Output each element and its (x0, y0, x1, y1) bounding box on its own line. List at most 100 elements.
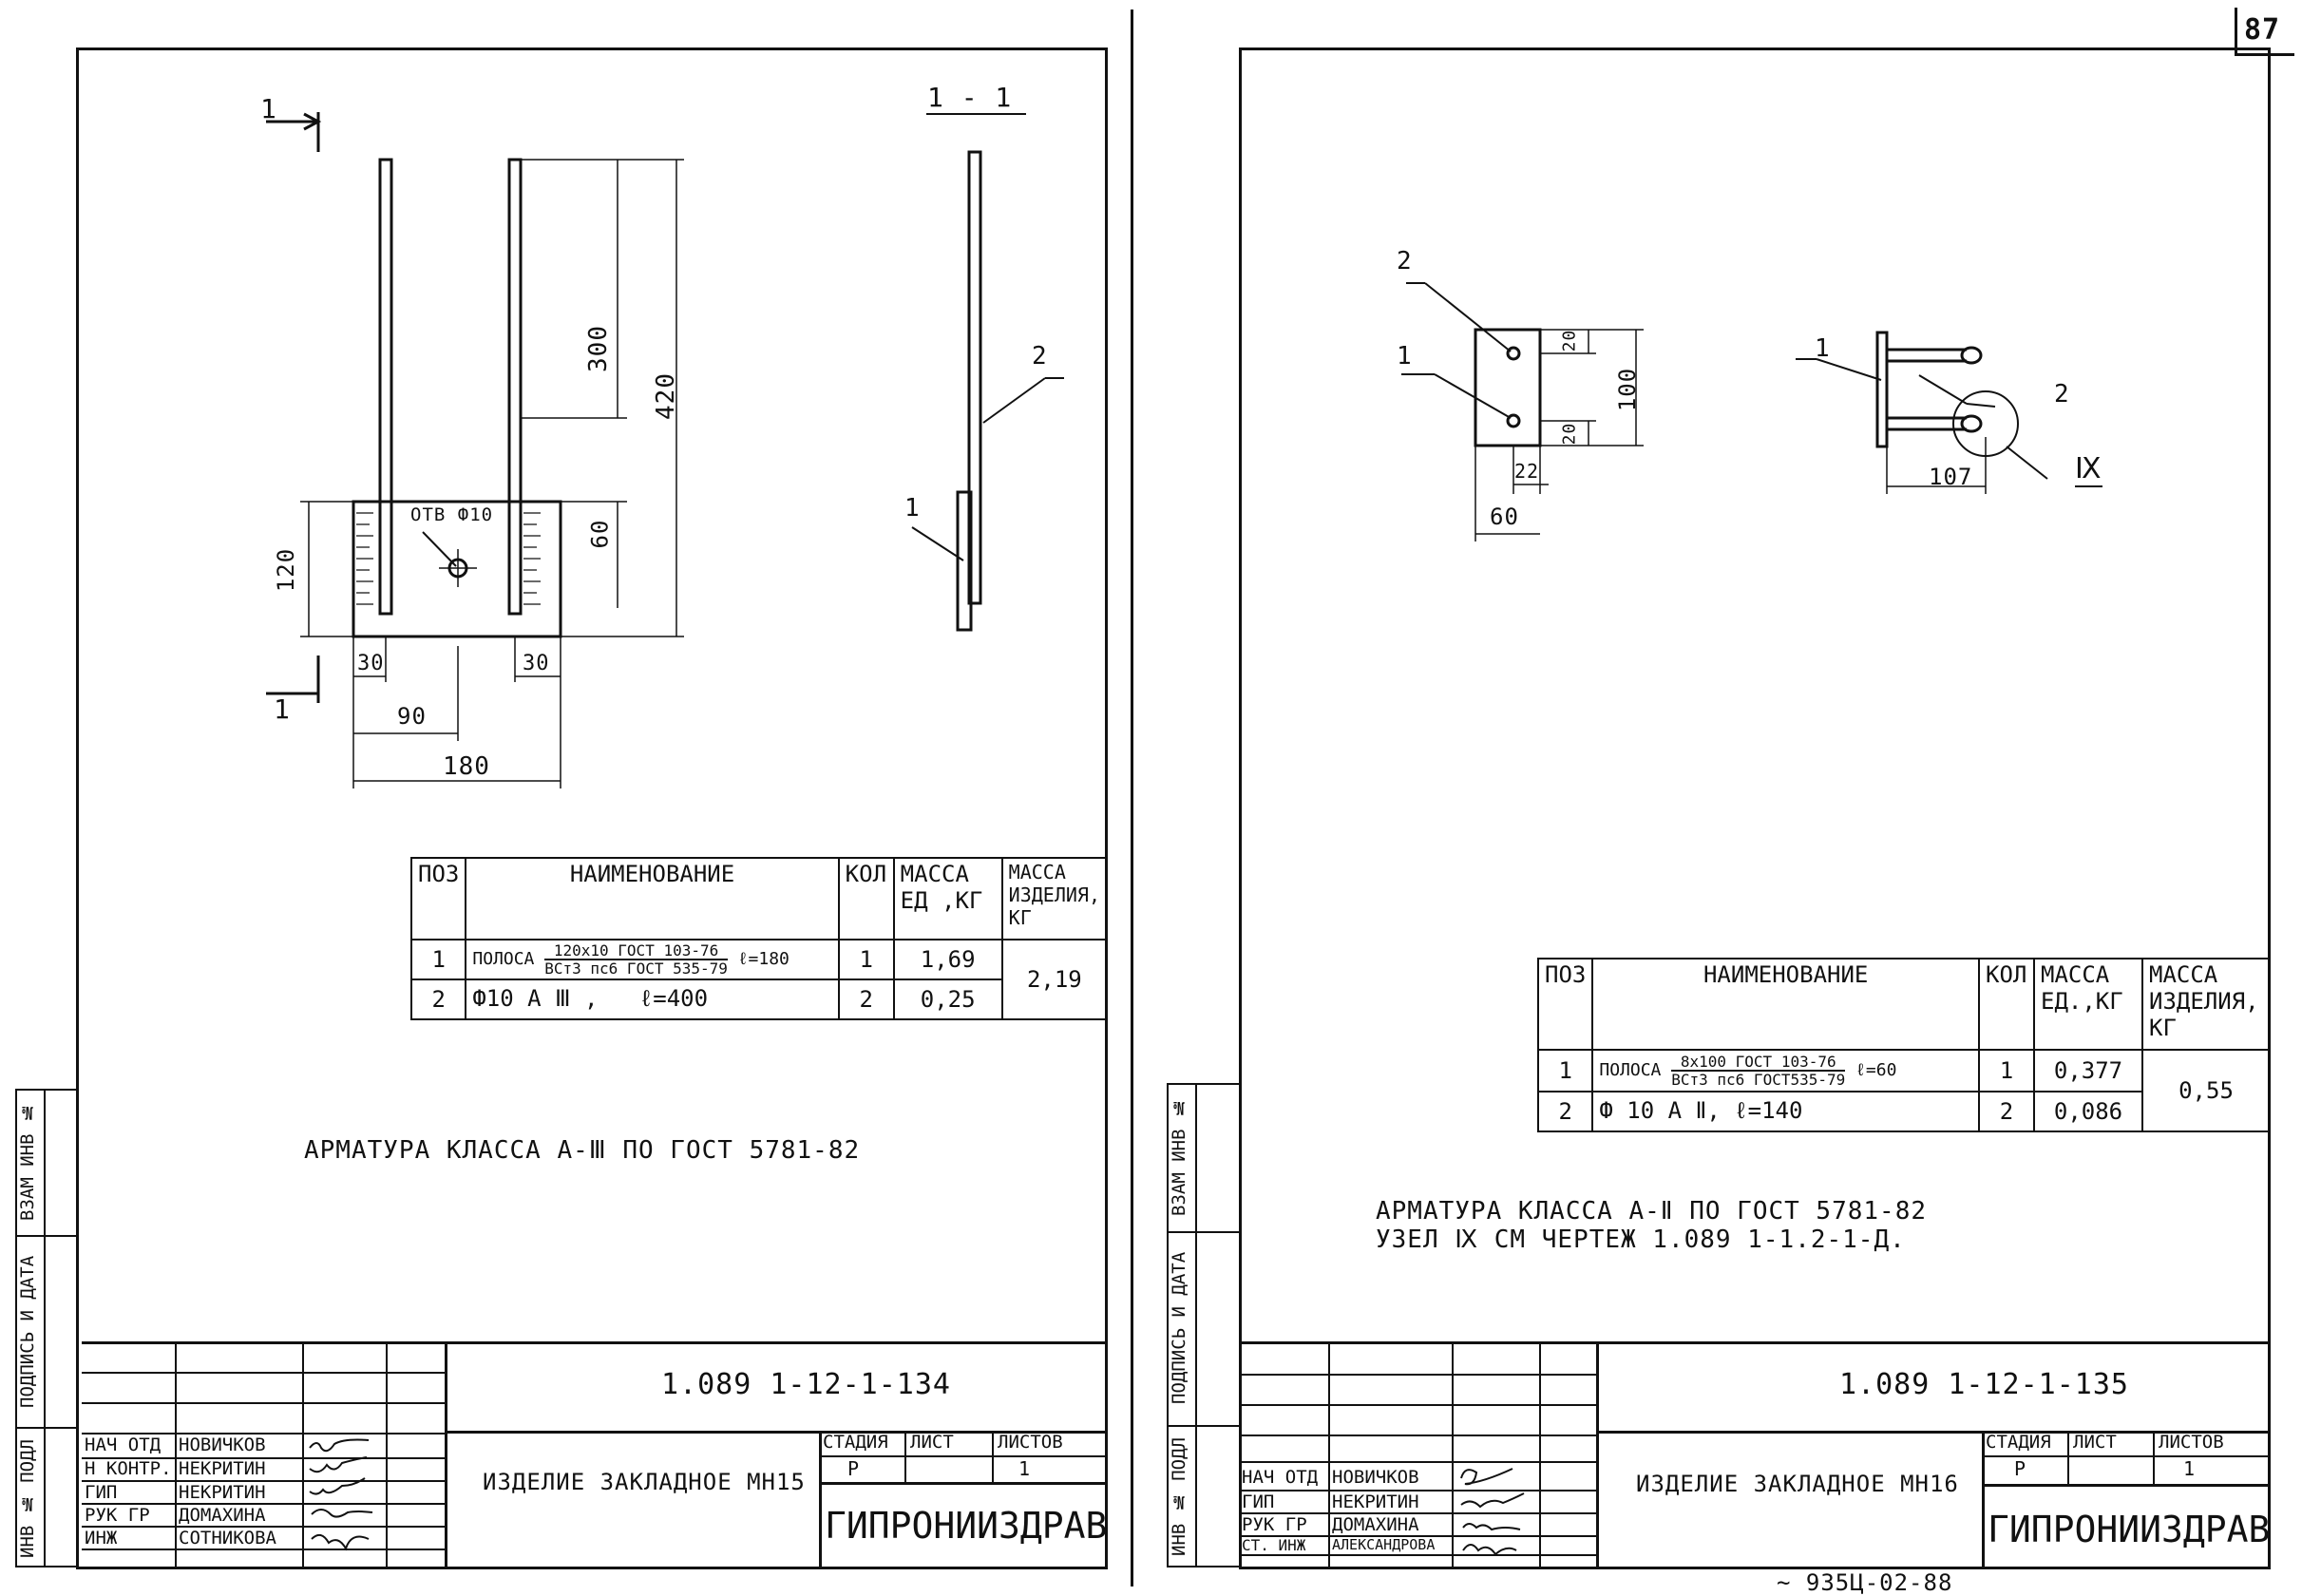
left-org-name: ГИПРОНИИЗДРАВ (825, 1505, 1108, 1547)
right-spec-r1-name: ПОЛОСА 8х100 ГОСТ 103-76 ВСт3 пс6 ГОСТ53… (1591, 1049, 1980, 1092)
page-number-box (2235, 8, 2294, 56)
right-tb-hline-stage2 (1982, 1484, 2271, 1487)
left-dim-60: 60 (586, 519, 614, 549)
right-staff-h4 (1239, 1490, 1596, 1492)
left-spec-r2-mass: 0,25 (892, 978, 1003, 1020)
page-number: 87 (2244, 13, 2281, 47)
right-title-block (1239, 1341, 2271, 1572)
right-spec-r1-prefix: ПОЛОСА (1599, 1060, 1662, 1080)
right-tb-vline-main (1596, 1341, 1599, 1569)
left-staff-h1 (82, 1402, 445, 1404)
left-spec-r1-mass: 1,69 (892, 939, 1003, 980)
left-tb-hline-stage1 (819, 1455, 1108, 1457)
left-signatures (309, 1438, 373, 1551)
right-dim-60: 60 (1490, 504, 1519, 530)
right-tb-hline-stage1 (1982, 1455, 2271, 1457)
right-sheet-frame (1239, 48, 2271, 1569)
right-spec-r2-mass: 0,086 (2033, 1091, 2143, 1132)
left-side-stamp-divider (44, 1089, 46, 1568)
right-tb-hline-mid (1596, 1431, 2271, 1434)
right-staff-role-3: СТ. ИНЖ (1242, 1536, 1306, 1554)
right-spec-r2-pos: 2 (1536, 1091, 1594, 1132)
left-tb-hline-stage2 (819, 1482, 1108, 1485)
left-staff-role-0: НАЧ ОТД (85, 1434, 162, 1455)
right-inv-repl-label: ВЗАМ ИНВ № (1169, 1097, 1189, 1217)
right-leader-2b: 2 (2054, 380, 2070, 408)
right-side-stamp-divider (1195, 1083, 1197, 1568)
footer-partial-code: ~ 935Ц-02-88 (1777, 1569, 1953, 1596)
left-spec-r1-frac-num: 120х10 ГОСТ 103-76 (544, 942, 728, 960)
left-stage-header: СТАДИЯ (823, 1432, 888, 1453)
right-node-label: Ⅸ (2075, 452, 2102, 487)
left-inv-repl-label: ВЗАМ ИНВ № (17, 1102, 38, 1222)
right-leader-1: 1 (1397, 342, 1413, 370)
left-drawing (266, 112, 1064, 788)
left-staff-name-1: НЕКРИТИН (179, 1458, 266, 1479)
right-spec-table: ПОЗ НАИМЕНОВАНИЕ КОЛ МАССА ЕД.,КГ МАССА … (1536, 958, 2271, 1132)
right-staff-name-0: НОВИЧКОВ (1332, 1467, 1419, 1488)
left-section-mark-top: 1 (260, 93, 277, 124)
left-tb-vline-sheet (904, 1431, 906, 1484)
right-spec-h-name: НАИМЕНОВАНИЕ (1591, 958, 1980, 1051)
left-spec-r1-pos: 1 (409, 939, 467, 980)
right-spec-r1-fraction: 8х100 ГОСТ 103-76 ВСт3 пс6 ГОСТ535-79 (1671, 1054, 1846, 1088)
right-side-stamp-line2 (1167, 1425, 1241, 1427)
left-spec-h-name: НАИМЕНОВАНИЕ (465, 857, 840, 940)
right-doc-code: 1.089 1-12-1-135 (1839, 1368, 2129, 1401)
left-tb-hline-mid (445, 1431, 1108, 1434)
left-spec-r1-qty: 1 (837, 939, 895, 980)
left-tb-vline-stage (819, 1431, 822, 1569)
right-sheets-value: 1 (2183, 1457, 2196, 1480)
right-spec-r2-qty: 2 (1978, 1091, 2035, 1132)
left-sheets-value: 1 (1018, 1457, 1031, 1480)
right-spec-h-mass-unit: МАССА ЕД.,КГ (2033, 958, 2143, 1051)
left-dim-420: 420 (651, 372, 680, 420)
left-item-title: ИЗДЕЛИЕ ЗАКЛАДНОЕ МН15 (483, 1469, 806, 1495)
left-tb-vline-main (445, 1341, 447, 1569)
right-signatures (1460, 1468, 1525, 1556)
right-staff-name-2: ДОМАХИНА (1332, 1514, 1419, 1535)
right-note-2: УЗЕЛ Ⅸ СМ ЧЕРТЕЖ 1.089 1-1.2-1-Д. (1376, 1226, 1906, 1254)
right-staff-h3 (1239, 1461, 1596, 1463)
right-staff-h1 (1239, 1404, 1596, 1406)
right-spec-r2-name: Ф 10 А Ⅱ, ℓ=140 (1591, 1091, 1980, 1132)
left-spec-h-mass-unit: МАССА ЕД ,КГ (892, 857, 1003, 940)
right-sign-date-label: ПОДПИСЬ И ДАТА (1169, 1251, 1189, 1405)
left-staff-role-2: ГИП (85, 1482, 118, 1503)
right-note-1: АРМАТУРА КЛАССА А-Ⅱ ПО ГОСТ 5781-82 (1376, 1197, 1928, 1226)
left-spec-r1-suffix: ℓ=180 (737, 949, 790, 969)
left-spec-h-pos: ПОЗ (409, 857, 467, 940)
left-staff-h6 (82, 1526, 445, 1528)
right-dim-107: 107 (1929, 464, 1973, 490)
right-tb-vline-sheet (2067, 1431, 2069, 1486)
right-staff-h6 (1239, 1535, 1596, 1537)
right-side-stamp (1167, 1083, 1241, 1568)
right-stage-value: Р (2014, 1457, 2026, 1480)
left-staff-h3 (82, 1457, 445, 1459)
left-staff-h5 (82, 1503, 445, 1505)
right-inv-orig-label: ИНВ № ПОДЛ (1169, 1437, 1189, 1557)
left-spec-r2-qty: 2 (837, 978, 895, 1020)
right-spec-r1-frac-num: 8х100 ГОСТ 103-76 (1671, 1054, 1846, 1072)
left-side-stamp (15, 1089, 78, 1568)
left-spec-h-mass-item: МАССА ИЗДЕЛИЯ, КГ (1000, 857, 1109, 940)
right-staff-role-0: НАЧ ОТД (1242, 1467, 1319, 1488)
right-staff-h5 (1239, 1512, 1596, 1514)
right-staff-v2 (1452, 1341, 1454, 1569)
left-staff-name-4: СОТНИКОВА (179, 1528, 276, 1548)
right-staff-h0 (1239, 1374, 1596, 1376)
right-staff-h7 (1239, 1554, 1596, 1556)
left-sheet-header: ЛИСТ (910, 1432, 954, 1453)
right-staff-v1 (1328, 1341, 1330, 1569)
left-spec-r1-name: ПОЛОСА 120х10 ГОСТ 103-76 ВСт3 пс6 ГОСТ … (465, 939, 840, 980)
right-dim-100: 100 (1614, 367, 1642, 412)
left-spec-r2-pos: 2 (409, 978, 467, 1020)
left-side-stamp-line1 (15, 1235, 78, 1237)
left-staff-role-4: ИНЖ (85, 1528, 118, 1548)
left-staff-v3 (386, 1341, 388, 1569)
right-staff-role-2: РУК ГР (1242, 1514, 1307, 1535)
right-sheet-header: ЛИСТ (2073, 1432, 2117, 1453)
left-dim-30a: 30 (357, 652, 385, 675)
right-dim-22: 22 (1514, 460, 1540, 483)
left-staff-v1 (175, 1341, 177, 1569)
